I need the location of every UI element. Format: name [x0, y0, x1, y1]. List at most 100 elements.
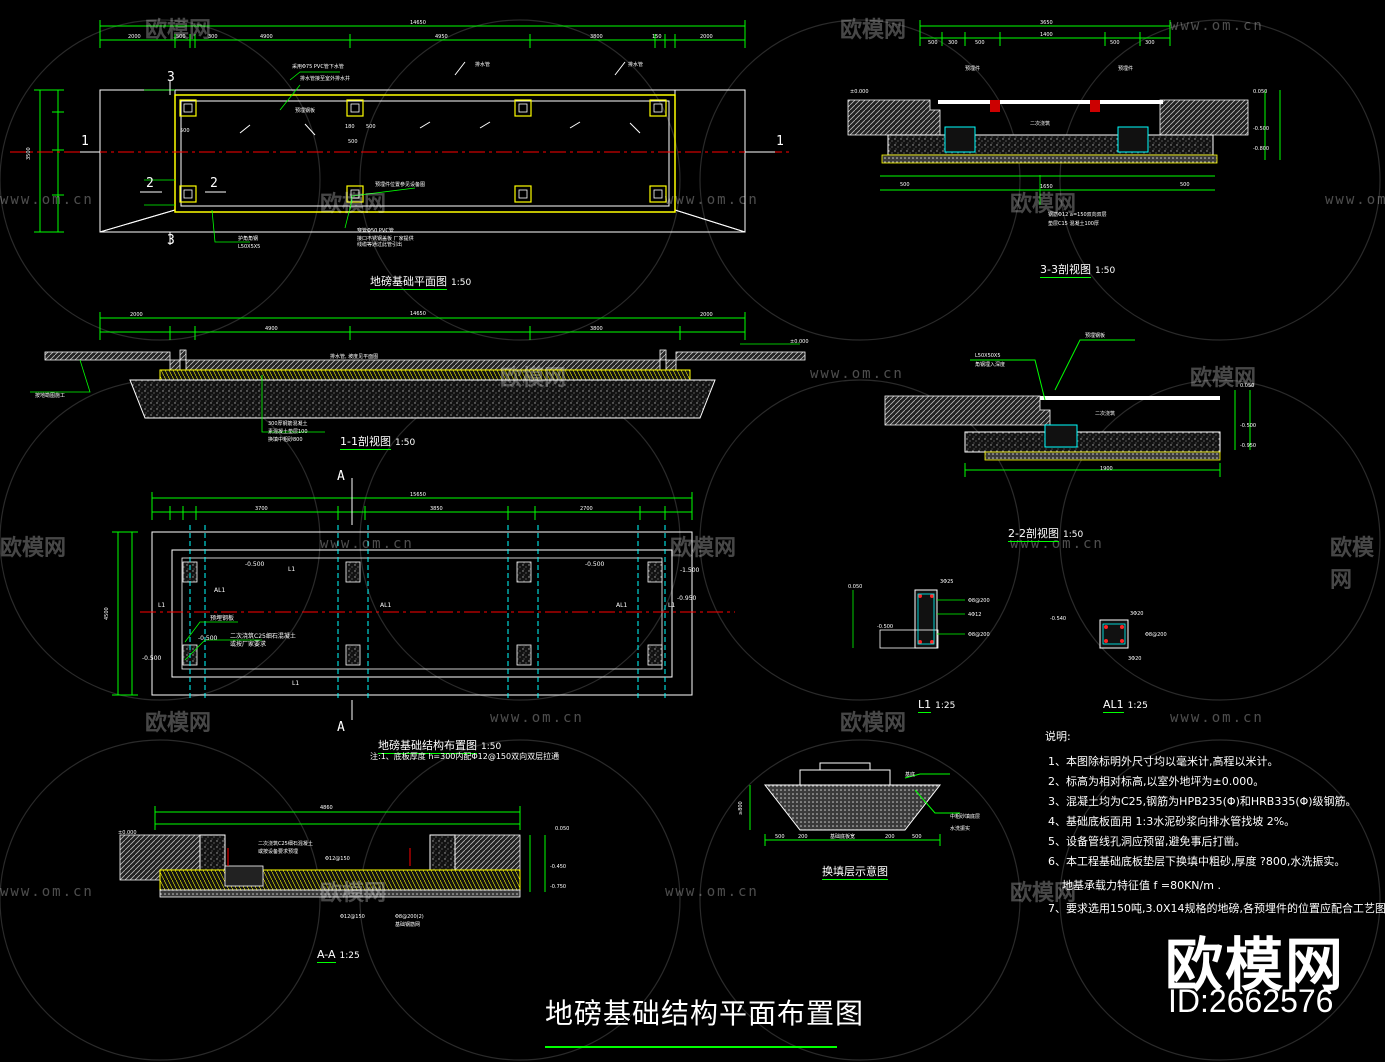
watermark-logo: 欧模网	[320, 192, 387, 217]
svg-text:500: 500	[366, 124, 376, 130]
svg-text:0.050: 0.050	[555, 826, 569, 832]
svg-text:AL1: AL1	[380, 602, 391, 609]
svg-text:Φ8@200: Φ8@200	[968, 598, 990, 604]
svg-text:护角角钢: 护角角钢	[238, 235, 258, 242]
watermark-url: www.om.cn	[0, 192, 94, 208]
svg-text:±0.000: ±0.000	[118, 830, 137, 836]
svg-text:水洗振实: 水洗振实	[950, 825, 970, 832]
section-2-2-title: 2-2剖视图	[1008, 527, 1059, 542]
svg-text:300: 300	[1145, 40, 1155, 46]
svg-text:二次浇筑C25细石混凝土: 二次浇筑C25细石混凝土	[258, 840, 313, 847]
note-item: 2、标高为相对标高,以室外地坪为±0.000。	[1048, 775, 1265, 788]
watermark-url: www.om.cn	[320, 536, 414, 552]
svg-text:500: 500	[180, 128, 190, 134]
svg-text:排水管接至室外排水井: 排水管接至室外排水井	[300, 75, 350, 82]
svg-text:≥800: ≥800	[738, 801, 744, 815]
svg-text:二次浇筑C25细石混凝土: 二次浇筑C25细石混凝土	[230, 632, 296, 640]
section-mark: 2	[146, 176, 154, 191]
brand-logo-text: 欧模网	[1165, 931, 1346, 999]
svg-text:300厚钢筋混凝土: 300厚钢筋混凝土	[268, 420, 308, 427]
svg-text:预埋钢板: 预埋钢板	[1085, 332, 1105, 339]
svg-text:预埋钢板: 预埋钢板	[210, 614, 234, 622]
svg-text:180: 180	[345, 124, 355, 130]
watermark-logo: 欧模网	[0, 536, 67, 561]
svg-text:-0.450: -0.450	[550, 864, 566, 870]
watermark-logo: 欧模网	[840, 18, 907, 43]
note-item: 3、混凝土均为C25,钢筋为HPB235(Φ)和HRB335(Φ)级钢筋。	[1048, 795, 1357, 808]
svg-text:300: 300	[948, 40, 958, 46]
al1-scale: 1:25	[1127, 701, 1148, 711]
section-mark: 1	[81, 134, 89, 149]
svg-text:-0.500: -0.500	[1240, 423, 1256, 429]
svg-text:15650: 15650	[410, 492, 426, 498]
svg-text:或按厂家要求: 或按厂家要求	[230, 640, 266, 648]
l1-scale: 1:25	[935, 701, 956, 711]
svg-text:1400: 1400	[1040, 32, 1053, 38]
l1-title: L1	[918, 698, 932, 713]
main-title-underline	[545, 1046, 837, 1048]
svg-text:按地勘图施工: 按地勘图施工	[35, 392, 65, 399]
svg-text:Φ8@200(2): Φ8@200(2)	[395, 914, 424, 920]
section-2-2-scale: 1:50	[1062, 530, 1084, 540]
section-1-1-title: 1-1剖视图	[340, 435, 391, 450]
svg-text:-0.950: -0.950	[1240, 443, 1256, 449]
svg-text:二次浇筑: 二次浇筑	[1030, 120, 1050, 127]
svg-text:-0.500: -0.500	[585, 561, 605, 568]
svg-text:-0.500: -0.500	[877, 624, 893, 630]
note-item: 6、本工程基础底板垫层下换填中粗砂,厚度 ?800,水洗振实。	[1048, 855, 1346, 868]
svg-text:-0.750: -0.750	[550, 884, 566, 890]
svg-text:L1: L1	[288, 566, 295, 573]
svg-text:预埋件位置参见设备图: 预埋件位置参见设备图	[375, 181, 425, 188]
watermark-logo: 欧模网	[145, 18, 212, 43]
svg-text:基底: 基底	[905, 771, 915, 778]
notes-heading: 说明:	[1045, 730, 1071, 743]
svg-text:500: 500	[975, 40, 985, 46]
svg-text:-0.950: -0.950	[677, 595, 697, 602]
svg-text:2000: 2000	[130, 312, 143, 318]
watermark-url: www.om.cn	[1170, 18, 1264, 34]
structure-plan-scale: 1:50	[481, 742, 502, 752]
svg-text:换填中粗砂800: 换填中粗砂800	[268, 436, 303, 443]
watermark-url: www.om.cn	[665, 192, 759, 208]
svg-text:2700: 2700	[580, 506, 593, 512]
svg-text:4860: 4860	[320, 805, 333, 811]
fill-layer-caption: 换填层示意图	[822, 860, 888, 880]
section-a-a-scale: 1:25	[339, 951, 360, 961]
svg-text:4900: 4900	[260, 34, 273, 40]
svg-text:14650: 14650	[410, 20, 426, 26]
svg-text:3Φ20: 3Φ20	[1130, 611, 1143, 617]
svg-text:-0.500: -0.500	[142, 655, 162, 662]
section-mark: 3	[167, 233, 175, 248]
svg-text:±0.000: ±0.000	[850, 89, 869, 95]
svg-text:500: 500	[1180, 182, 1190, 188]
svg-text:Φ8@200: Φ8@200	[968, 632, 990, 638]
svg-text:3800: 3800	[590, 34, 603, 40]
svg-text:4500: 4500	[104, 607, 110, 620]
svg-text:200: 200	[798, 834, 808, 840]
svg-text:200: 200	[885, 834, 895, 840]
svg-text:L1: L1	[292, 680, 299, 687]
svg-text:500: 500	[176, 34, 186, 40]
svg-text:采用Φ75 PVC管下水管: 采用Φ75 PVC管下水管	[292, 63, 344, 70]
svg-text:150: 150	[652, 34, 662, 40]
svg-text:L50X50X5: L50X50X5	[975, 353, 1001, 359]
section-mark: 3	[167, 70, 175, 85]
svg-text:-0.500: -0.500	[245, 561, 265, 568]
svg-text:3850: 3850	[430, 506, 443, 512]
svg-text:Φ12@150: Φ12@150	[325, 856, 350, 862]
watermark-url: www.om.cn	[665, 884, 759, 900]
watermark-logo: 欧模网	[1330, 536, 1375, 593]
svg-text:中粗砂填底层: 中粗砂填底层	[950, 813, 980, 820]
svg-text:0.050: 0.050	[1253, 89, 1267, 95]
svg-text:2000: 2000	[128, 34, 141, 40]
svg-text:Φ12@150: Φ12@150	[340, 914, 365, 920]
svg-text:2000: 2000	[700, 34, 713, 40]
